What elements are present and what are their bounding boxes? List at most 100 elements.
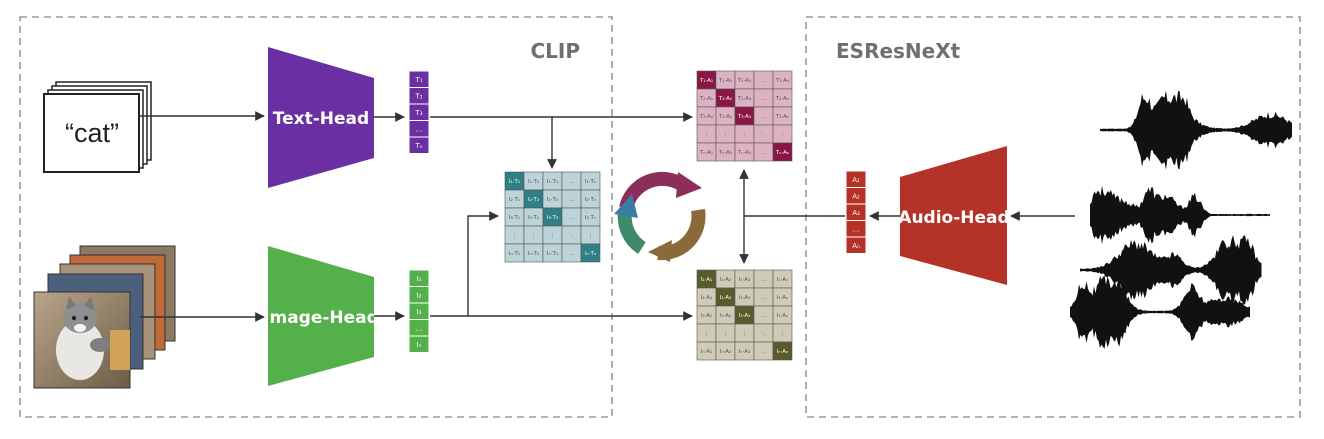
text-audio-matrix-label: T₂·Aₙ: [775, 96, 789, 102]
image-input-stack: [33, 245, 176, 389]
text-audio-matrix-label: T₁·A₁: [699, 78, 713, 84]
text-audio-matrix-label: Tₙ·A₃: [737, 150, 751, 156]
text-audio-matrix-label: T₁·A₃: [737, 78, 751, 84]
text-head-shape: [268, 47, 374, 188]
image-audio-matrix-label: …: [761, 313, 767, 319]
image-text-matrix-label: Iₙ·T₁: [509, 251, 520, 257]
image-audio-matrix-label: …: [761, 277, 767, 283]
image-vector-label: Iₙ: [417, 341, 422, 349]
waveform-3: [1080, 235, 1262, 305]
image-vector-label: I₃: [417, 308, 422, 316]
image-text-matrix-label: ⋮: [512, 233, 518, 239]
image-text-matrix-label: …: [569, 179, 575, 185]
image-audio-matrix-label: …: [761, 295, 767, 301]
image-audio-matrix-label: …: [761, 349, 767, 355]
image-audio-matrix-label: ⋱: [761, 331, 767, 337]
image-audio-matrix-label: I₁·A₂: [720, 277, 732, 283]
esresnext-box: [805, 16, 1301, 418]
waveform-4: [1070, 275, 1250, 349]
connectors: [139, 111, 1075, 322]
image-text-matrix-label: ⋱: [569, 233, 575, 239]
text-audio-matrix-label: ⋮: [704, 132, 710, 138]
clip-box: [19, 16, 613, 418]
image-audio-matrix-cell: [772, 341, 793, 361]
text-vector-cell: [408, 136, 430, 154]
text-audio-matrix-label: ⋮: [780, 132, 786, 138]
text-audio-matrix-label: ⋮: [742, 132, 748, 138]
image-audio-matrix-label: I₃·Aₙ: [777, 313, 789, 319]
image-audio-matrix-label: I₃·A₁: [701, 313, 713, 319]
image-text-matrix-label: Iₙ·T₃: [547, 251, 558, 257]
arrow-text-to-clip-matrix: [430, 116, 557, 169]
image-text-matrix-label: …: [569, 197, 575, 203]
image-audio-matrix-label: I₁·A₁: [701, 277, 713, 283]
training-cycle-icon: [614, 171, 706, 262]
image-text-matrix-label: I₁·T₂: [528, 179, 539, 185]
image-text-matrix-label: ⋮: [550, 233, 556, 239]
image-text-matrix-label: I₂·Tₙ: [585, 197, 596, 203]
image-text-matrix-label: I₁·T₃: [547, 179, 558, 185]
text-vector-label: T₁: [414, 76, 422, 84]
text-audio-matrix-label: T₁·A₂: [718, 78, 732, 84]
image-audio-matrix-label: ⋮: [742, 331, 748, 337]
audio-head-label: Audio-Head: [898, 208, 1009, 228]
text-audio-matrix-label: T₂·A₃: [737, 96, 751, 102]
image-audio-matrix-label: Iₙ·A₂: [720, 349, 732, 355]
image-text-matrix-label: I₃·T₂: [528, 215, 539, 221]
image-audio-matrix-label: ⋮: [780, 331, 786, 337]
text-vector-label: T₃: [414, 109, 422, 117]
image-vector-label: …: [416, 324, 423, 332]
image-audio-matrix-label: I₂·A₂: [720, 295, 732, 301]
text-audio-matrix-label: T₃·Aₙ: [775, 114, 789, 120]
audio-head: Audio-Head: [898, 146, 1010, 285]
esresnext-title: ESResNeXt: [836, 39, 961, 63]
image-text-matrix-label: I₃·T₃: [547, 215, 558, 221]
image-vector-label: I₁: [417, 275, 422, 283]
image-text-matrix-label: Iₙ·T₂: [528, 251, 539, 257]
image-audio-matrix-label: Iₙ·A₃: [739, 349, 751, 355]
text-input-stack: “cat”: [43, 81, 152, 173]
text-audio-matrix-label: Tₙ·A₂: [718, 150, 732, 156]
text-audio-matrix-label: T₃·A₁: [699, 114, 713, 120]
audio-vector-label: A₂: [852, 192, 860, 200]
image-text-matrix-label: ⋮: [588, 233, 594, 239]
image-audio-matrix-label: I₃·A₃: [739, 313, 751, 319]
text-audio-matrix-label: Tₙ·Aₙ: [775, 150, 789, 156]
image-audio-matrix-label: I₁·A₃: [739, 277, 751, 283]
text-audio-matrix-label: T₃·A₂: [718, 114, 732, 120]
audio-waveforms: [1070, 90, 1292, 349]
image-vector-cell: [408, 335, 430, 353]
text-vector-label: …: [416, 125, 423, 133]
text-audio-matrix-label: ⋮: [723, 132, 729, 138]
image-audio-matrix-label: I₂·A₃: [739, 295, 751, 301]
text-audio-matrix-label: …: [761, 96, 767, 102]
image-audio-matrix-label: ⋮: [704, 331, 710, 337]
audio-vector-label: A₁: [852, 176, 860, 184]
image-text-matrix-label: I₂·T₁: [509, 197, 520, 203]
audio-vector-label: A₃: [852, 209, 860, 217]
cat-photo: [56, 296, 130, 380]
image-audio-matrix-label: Iₙ·A₁: [701, 349, 713, 355]
audio-vector-label: Aₙ: [852, 242, 860, 250]
text-vector-label: T₂: [414, 92, 422, 100]
image-head-label: Image-Head: [263, 308, 379, 328]
text-audio-matrix-label: T₃·A₃: [737, 114, 751, 120]
image-text-matrix-label: I₁·T₁: [509, 179, 520, 185]
image-text-matrix-label: …: [569, 215, 575, 221]
image-audio-matrix-label: I₁·Aₙ: [777, 277, 789, 283]
image-head: Image-Head: [263, 246, 379, 386]
text-audio-matrix-label: T₂·A₁: [699, 96, 713, 102]
text-audio-matrix-label: …: [761, 114, 767, 120]
image-head-shape: [268, 246, 374, 386]
image-text-matrix-label: I₃·Tₙ: [585, 215, 596, 221]
text-audio-matrix-label: T₂·A₂: [718, 96, 732, 102]
text-input-label: “cat”: [65, 118, 119, 148]
text-audio-matrix-label: …: [761, 78, 767, 84]
image-text-matrix-label: I₃·T₁: [509, 215, 520, 221]
audio-vector-cell: [845, 236, 867, 254]
text-head: Text-Head: [268, 47, 374, 188]
